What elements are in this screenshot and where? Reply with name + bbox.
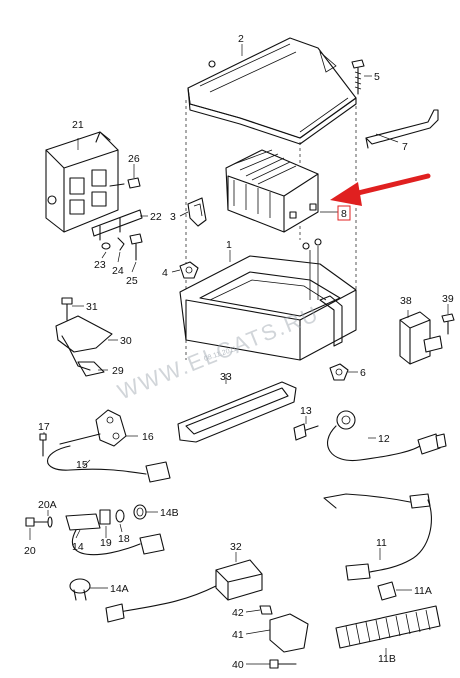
callout-25: 25 [126, 275, 138, 287]
callout-12: 12 [378, 433, 390, 445]
bracket-41 [269, 613, 309, 653]
hose-11B [335, 605, 441, 649]
bolt-31 [61, 297, 73, 321]
sensor-16 [95, 409, 127, 447]
sensor-14 [65, 513, 165, 556]
control-unit-8 [225, 149, 319, 233]
callout-30: 30 [120, 335, 132, 347]
plate-30 [55, 315, 113, 371]
nut-42 [259, 605, 273, 615]
clip-24 [117, 237, 125, 251]
callout-18: 18 [118, 533, 130, 545]
callout-23: 23 [94, 259, 106, 271]
callout-40: 40 [232, 659, 244, 671]
washer-23 [101, 242, 111, 250]
harness-12 [327, 425, 447, 462]
gasket-33 [177, 381, 297, 443]
callout-2: 2 [238, 33, 244, 45]
callout-3: 3 [170, 211, 176, 223]
callout-31: 31 [86, 301, 98, 313]
red-arrow-pointer [330, 173, 431, 206]
callout-14B: 14B [160, 507, 179, 519]
sensor-32 [105, 559, 263, 623]
leader-lines [29, 44, 449, 665]
callout-box-8 [337, 205, 351, 221]
clip-11A [377, 581, 397, 601]
knock-sensor-13 [293, 410, 356, 441]
callout-41: 41 [232, 629, 244, 641]
sensor-38 [399, 311, 443, 365]
clip-14A [69, 578, 91, 601]
bolt-25 [129, 233, 143, 261]
callout-17: 17 [38, 421, 50, 433]
washer-20A [47, 516, 53, 528]
callout-32: 32 [230, 541, 242, 553]
callout-4: 4 [162, 267, 168, 279]
callout-38: 38 [400, 295, 412, 307]
callout-21: 21 [72, 119, 84, 131]
callout-20: 20 [24, 545, 36, 557]
callout-19: 19 [100, 537, 112, 549]
callout-11B: 11B [378, 653, 396, 665]
callout-22: 22 [150, 211, 162, 223]
screw-39 [441, 313, 455, 335]
callout-24: 24 [112, 265, 124, 277]
callout-15: 15 [76, 459, 88, 471]
sleeve-19 [99, 509, 111, 525]
bolt-20 [25, 517, 51, 527]
callout-39: 39 [442, 293, 454, 305]
bolt-40 [269, 659, 297, 669]
screw-5 [351, 59, 365, 95]
bracket-22 [91, 209, 143, 241]
callout-42: 42 [232, 607, 244, 619]
callout-5: 5 [374, 71, 380, 83]
callout-1: 1 [226, 239, 232, 251]
seal-14B [133, 504, 147, 520]
callout-20A: 20A [38, 499, 57, 511]
callout-6: 6 [360, 367, 366, 379]
housing-base-1 [179, 238, 357, 361]
bracket-7 [365, 109, 439, 149]
sensor-11 [323, 493, 432, 581]
callout-14: 14 [72, 541, 84, 553]
housing-cover [187, 37, 357, 145]
callout-16: 16 [142, 431, 154, 443]
callout-labels: 2 5 7 8 1 3 4 6 33 21 26 22 23 24 25 31 … [24, 33, 454, 671]
callout-11A: 11A [414, 585, 432, 597]
callout-8: 8 [341, 208, 347, 220]
callout-29: 29 [112, 365, 124, 377]
screw-26 [109, 177, 141, 189]
relay-bracket-21 [45, 131, 119, 233]
callout-7: 7 [402, 141, 408, 153]
nut-6 [329, 363, 349, 381]
bolt-17 [39, 433, 47, 457]
ring-18 [115, 509, 125, 523]
callout-33: 33 [220, 371, 232, 383]
callout-14A: 14A [110, 583, 129, 595]
callout-26: 26 [128, 153, 140, 165]
nut-4 [179, 261, 199, 279]
harness-15 [47, 433, 171, 483]
callout-11: 11 [376, 537, 387, 549]
callout-13: 13 [300, 405, 312, 417]
clip-3 [187, 197, 207, 227]
clip-29 [77, 361, 105, 377]
